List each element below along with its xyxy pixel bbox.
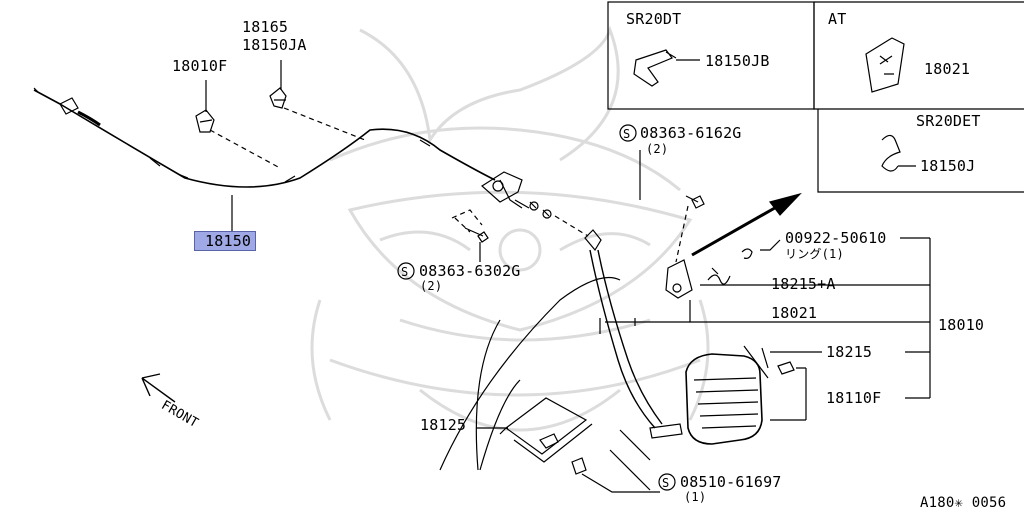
callout-00922-50610[interactable]: 00922-50610	[785, 229, 887, 247]
callout-08510-61697-qty: (1)	[684, 490, 707, 504]
service-part-s-icon	[658, 473, 676, 491]
bracket-18021-icon	[865, 37, 905, 93]
inset-at-frame	[813, 1, 1024, 110]
inset-sr20det-title: SR20DET	[916, 112, 981, 130]
clip-18150j-icon	[881, 134, 916, 172]
accelerator-cable	[33, 89, 496, 188]
callout-ring-qty: リング(1)	[785, 247, 844, 261]
callout-08363-6162g[interactable]: 08363-6162G	[640, 124, 742, 142]
figure-code: A180✳ 0056	[920, 495, 1007, 511]
callout-18125[interactable]: 18125	[420, 416, 467, 434]
callout-08510-61697[interactable]: 08510-61697	[680, 473, 782, 491]
callout-08363-6302g-qty: (2)	[420, 279, 443, 293]
inset-at-title: AT	[828, 10, 847, 28]
s-mark: S	[401, 265, 409, 279]
inset-sr20det-frame	[817, 109, 1024, 193]
callout-18110f[interactable]: 18110F	[826, 389, 882, 407]
callout-18150j[interactable]: 18150J	[920, 157, 976, 175]
callout-18215-a[interactable]: 18215+A	[771, 275, 836, 293]
service-part-s-icon	[397, 262, 415, 280]
callout-08363-6302g[interactable]: 08363-6302G	[419, 262, 521, 280]
callout-08363-6162g-qty: (2)	[646, 142, 669, 156]
inset-sr20dt-title: SR20DT	[626, 10, 682, 28]
callout-18021[interactable]: 18021	[771, 304, 818, 322]
callout-18150ja[interactable]: 18150JA	[242, 36, 307, 54]
callout-18010[interactable]: 18010	[938, 316, 985, 334]
callout-18010f[interactable]: 18010F	[172, 57, 228, 75]
callout-18215[interactable]: 18215	[826, 343, 873, 361]
callout-18165[interactable]: 18165	[242, 18, 289, 36]
callout-18150-highlighted[interactable]: 18150	[193, 231, 257, 251]
clip-18150jb-icon	[633, 49, 700, 87]
callout-18150jb[interactable]: 18150JB	[705, 52, 770, 70]
s-mark: S	[662, 476, 670, 490]
service-part-s-icon	[619, 124, 637, 142]
s-mark: S	[623, 127, 631, 141]
callout-18021-inset[interactable]: 18021	[924, 60, 971, 78]
